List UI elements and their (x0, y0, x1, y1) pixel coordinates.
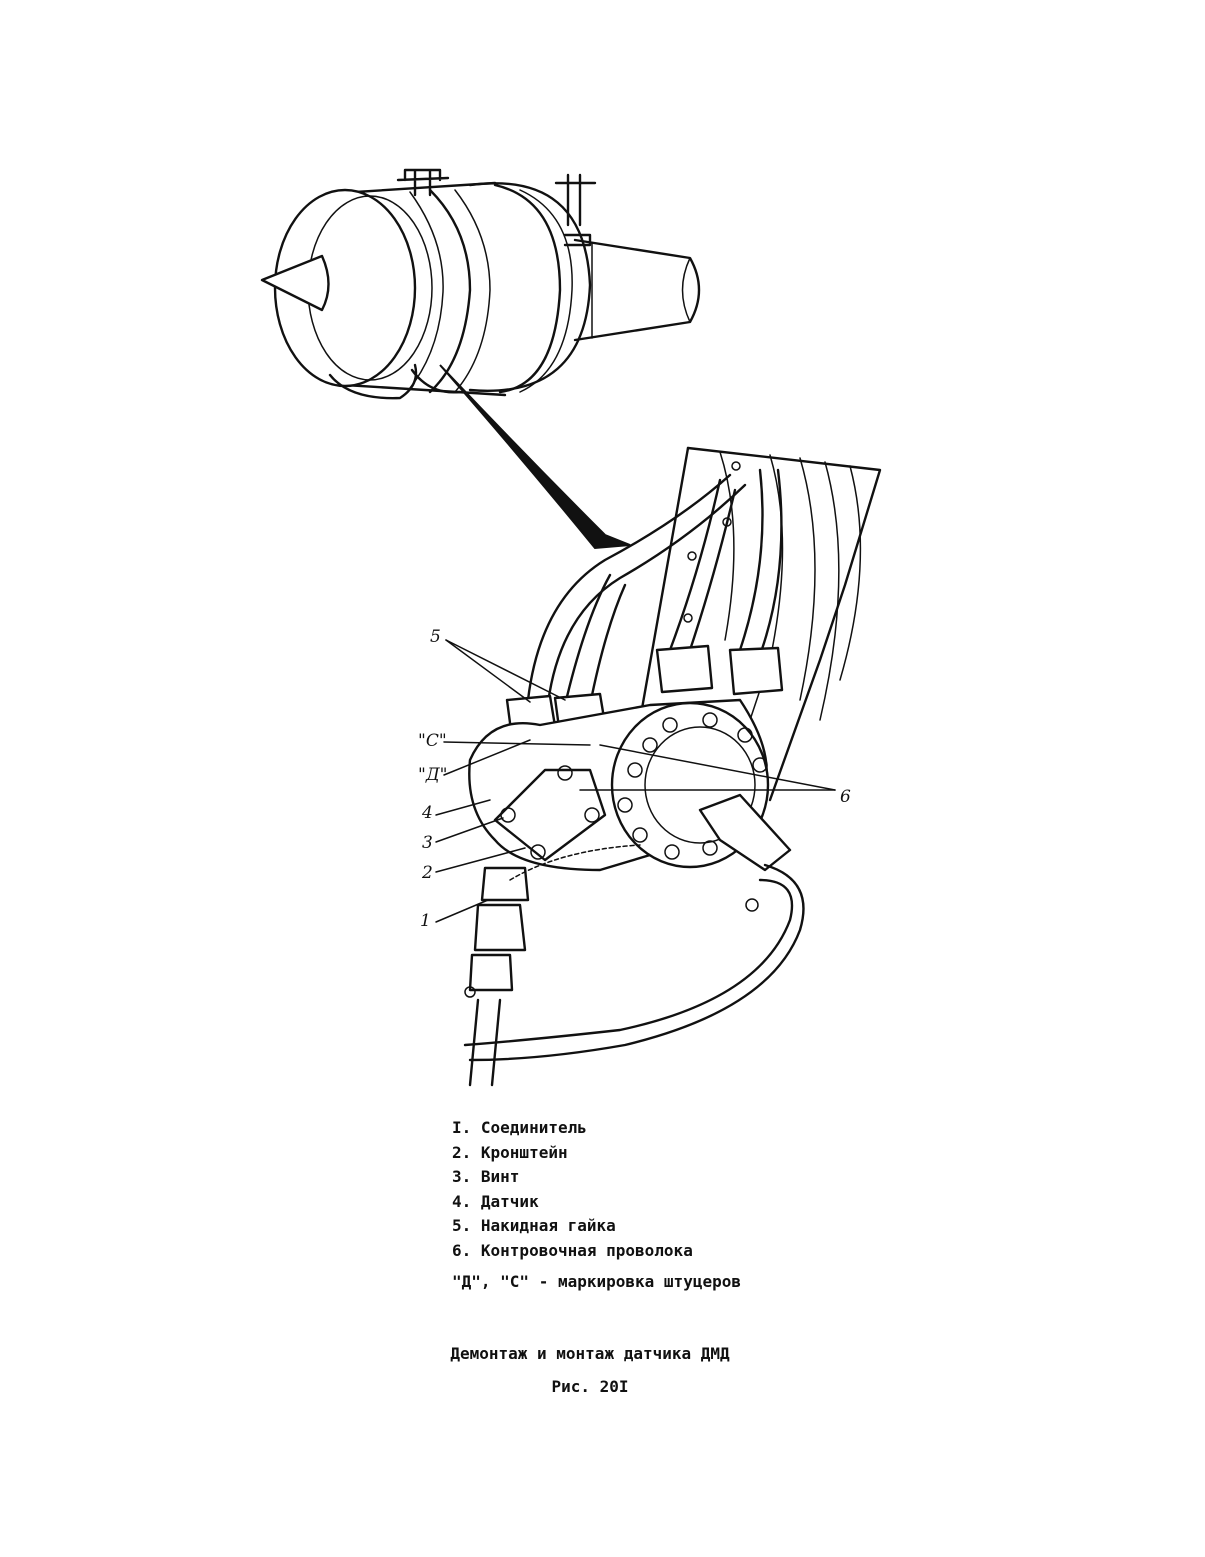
callout-3: 3 (422, 833, 433, 853)
legend-item: 5. Накидная гайка (452, 1216, 616, 1236)
leader-lines (435, 639, 836, 923)
callout-C: "С" (418, 731, 447, 751)
figure-title: Демонтаж и монтаж датчика ДМД (450, 1344, 730, 1363)
callout-1: 1 (420, 911, 431, 931)
legend-item: 2. Кронштейн (452, 1142, 568, 1162)
callout-6: 6 (840, 787, 851, 807)
legend-item: 3. Винт (452, 1167, 520, 1187)
legend-item: 6. Контровочная проволока (452, 1240, 693, 1260)
parts-legend: I. Соединитель 2. Кронштейн 3. Винт 4. Д… (452, 1116, 741, 1294)
legend-item: I. Соединитель (452, 1118, 587, 1137)
engine-drawing (260, 168, 701, 400)
figure-number: Рис. 20I (551, 1377, 629, 1396)
callout-4: 4 (422, 803, 433, 823)
callout-2: 2 (422, 863, 433, 883)
callout-5: 5 (430, 627, 441, 647)
callout-D: "Д" (418, 765, 448, 785)
legend-item: 4. Датчик (452, 1191, 539, 1211)
sensor-detail-drawing (463, 446, 882, 1087)
legend-note: "Д", "С" - маркировка штуцеров (452, 1271, 741, 1291)
